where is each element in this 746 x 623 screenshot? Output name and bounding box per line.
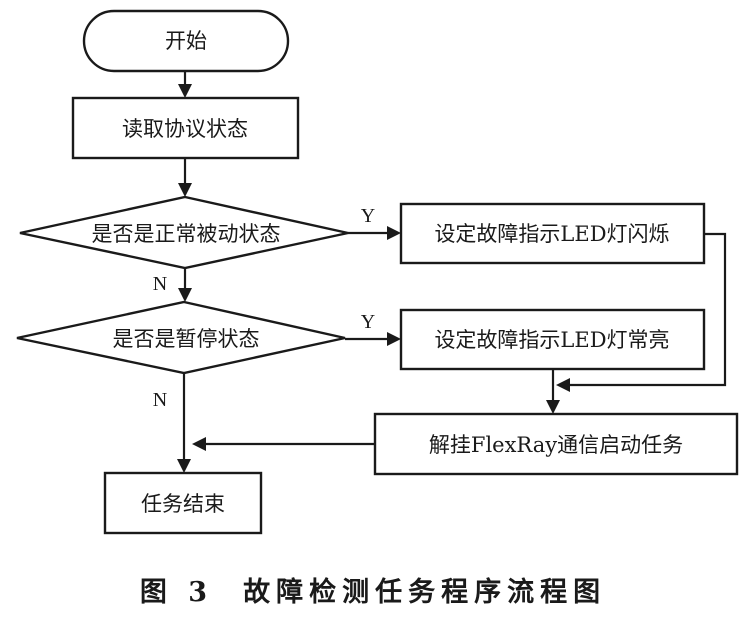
led-on-node: 设定故障指示LED灯常亮 [399, 308, 706, 371]
resume-task-node: 解挂FlexRay通信启动任务 [373, 412, 739, 476]
led-blink-node: 设定故障指示LED灯闪烁 [399, 202, 706, 265]
read-state-node-label: 读取协议状态 [122, 117, 248, 141]
start-node-label: 开始 [165, 29, 207, 53]
arrow-head-down-icon [177, 459, 191, 473]
arrow-head-down-icon [178, 183, 192, 197]
end-node-label: 任务结束 [141, 492, 225, 516]
decision-passive-node-label: 是否是正常被动状态 [92, 222, 281, 246]
figure-caption: 图 3 故障检测任务程序流程图 [0, 570, 746, 609]
resume-task-node-label: 解挂FlexRay通信启动任务 [429, 433, 683, 457]
led-blink-node-label: 设定故障指示LED灯闪烁 [434, 222, 669, 246]
edge-label-passive-yes: Y [361, 205, 375, 227]
end-process-shape [103, 471, 263, 535]
led-blink-process-shape [399, 202, 706, 265]
arrow-head-down-icon [546, 400, 560, 414]
decision-pause-node-label: 是否是暂停状态 [113, 327, 260, 351]
arrow-head-left-icon [556, 378, 570, 392]
end-node: 任务结束 [103, 471, 263, 535]
arrow-head-right-icon [387, 226, 401, 240]
edge-led-blink-to-merge [566, 232, 727, 387]
arrow-head-left-icon [192, 437, 206, 451]
resume-task-process-shape [373, 412, 739, 476]
decision-passive-node: 是否是正常被动状态 [19, 195, 349, 270]
read-state-process-shape [71, 96, 300, 160]
start-node: 开始 [82, 9, 290, 73]
decision-pause-node: 是否是暂停状态 [16, 300, 346, 375]
read-state-node: 读取协议状态 [71, 96, 300, 160]
figure-number: 图 3 [139, 577, 214, 608]
edge-label-passive-no: N [153, 273, 167, 295]
arrow-head-down-icon [178, 288, 192, 302]
led-on-process-shape [399, 308, 706, 371]
edge-label-pause-no: N [153, 389, 167, 411]
figure-title: 故障检测任务程序流程图 [243, 577, 607, 608]
edge-label-pause-yes: Y [361, 311, 375, 333]
arrow-head-down-icon [178, 84, 192, 98]
arrow-head-right-icon [387, 332, 401, 346]
led-on-node-label: 设定故障指示LED灯常亮 [434, 328, 669, 352]
